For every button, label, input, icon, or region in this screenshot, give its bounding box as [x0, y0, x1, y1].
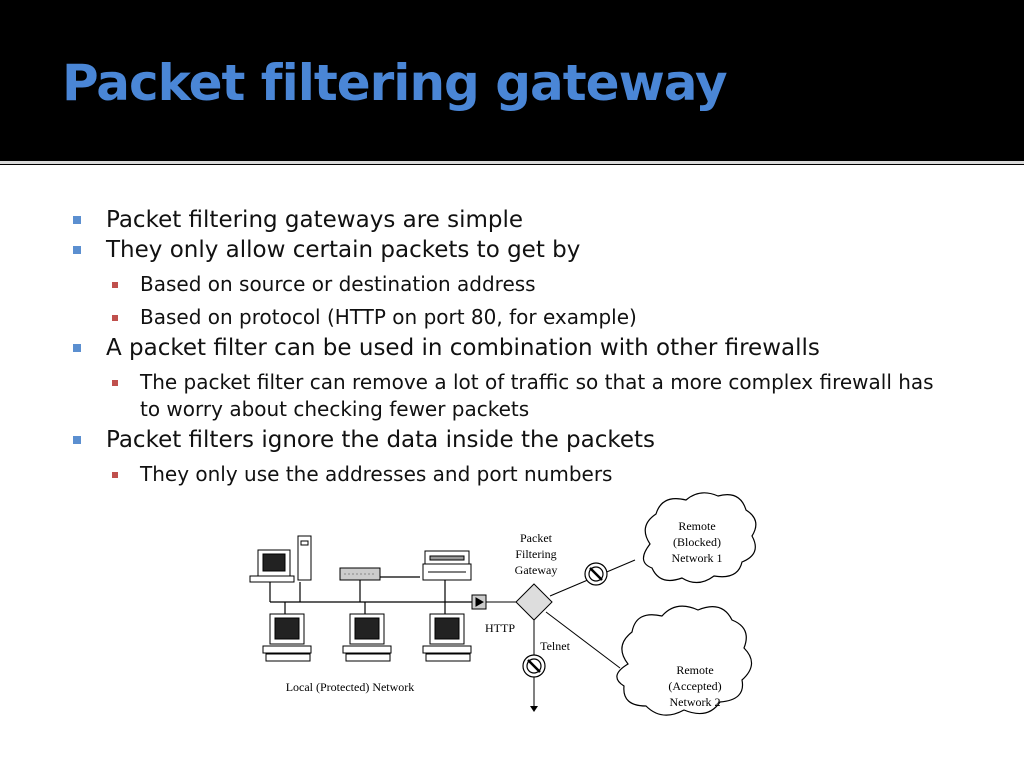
blocked-icon: [522, 654, 546, 678]
bullet-text: Packet filters ignore the data inside th…: [106, 427, 656, 453]
slide-title: Packet filtering gateway: [62, 54, 728, 112]
sub-bullet-text: The packet filter can remove a lot of tr…: [140, 370, 934, 421]
gateway-label-line: Filtering: [515, 547, 556, 561]
gateway-links: [533, 559, 636, 710]
telnet-label: Telnet: [540, 639, 570, 653]
bullet-text: Packet filtering gateways are simple: [106, 207, 524, 233]
remote-blocked-label-line: Network 1: [672, 551, 723, 565]
bullet-item: Packet filtering gateways are simple: [72, 205, 972, 235]
sub-bullet-item: The packet filter can remove a lot of tr…: [72, 369, 960, 423]
bullet-list: Packet filtering gateways are simple The…: [72, 205, 972, 488]
sub-bullet-item: Based on source or destination address: [72, 271, 972, 298]
gateway-icon: [515, 583, 553, 621]
slide-content: Packet filtering gateways are simple The…: [0, 165, 1024, 768]
sub-bullet-text: Based on source or destination address: [140, 272, 536, 296]
network-diagram: Packet Filtering Gateway Remote (Blocked…: [249, 492, 757, 716]
blocked-icon: [584, 562, 608, 586]
remote-accepted-label-line: Remote: [676, 663, 713, 677]
sub-bullet-square-icon: [112, 472, 118, 478]
cloud-blocked-network: [642, 492, 757, 584]
bullet-text: They only allow certain packets to get b…: [106, 237, 581, 263]
http-label: HTTP: [485, 621, 515, 635]
remote-accepted-label-line: Network 2: [670, 695, 721, 709]
bullet-square-icon: [73, 246, 81, 254]
arrow-down-icon: [530, 706, 538, 712]
workstation-icon: [262, 613, 312, 662]
sub-bullet-text: Based on protocol (HTTP on port 80, for …: [140, 305, 637, 329]
bullet-item: A packet filter can be used in combinati…: [72, 333, 972, 363]
hub-icon: [339, 567, 381, 581]
gateway-label-line: Gateway: [515, 563, 558, 577]
bullet-item: Packet filters ignore the data inside th…: [72, 425, 972, 455]
workstation-tower-icon: [249, 535, 312, 583]
gateway-label-line: Packet: [520, 531, 553, 545]
workstation-icon: [422, 613, 472, 662]
title-divider: [0, 161, 1024, 164]
sub-bullet-square-icon: [112, 315, 118, 321]
remote-accepted-label-line: (Accepted): [668, 679, 721, 693]
bullet-text: A packet filter can be used in combinati…: [106, 335, 820, 361]
workstation-icon: [342, 613, 392, 662]
title-bar: Packet filtering gateway: [0, 0, 1024, 160]
sub-bullet-item: Based on protocol (HTTP on port 80, for …: [72, 304, 972, 331]
sub-bullet-text: They only use the addresses and port num…: [140, 462, 613, 486]
http-port-icon: [471, 594, 518, 610]
sub-bullet-item: They only use the addresses and port num…: [72, 461, 972, 488]
bullet-square-icon: [73, 216, 81, 224]
printer-icon: [422, 550, 472, 581]
bullet-item: They only allow certain packets to get b…: [72, 235, 972, 265]
remote-blocked-label-line: (Blocked): [673, 535, 721, 549]
bullet-square-icon: [73, 436, 81, 444]
cloud-accepted-network: [616, 605, 753, 716]
remote-blocked-label-line: Remote: [678, 519, 715, 533]
local-network-label: Local (Protected) Network: [286, 680, 415, 694]
bullet-square-icon: [73, 344, 81, 352]
sub-bullet-square-icon: [112, 380, 118, 386]
sub-bullet-square-icon: [112, 282, 118, 288]
